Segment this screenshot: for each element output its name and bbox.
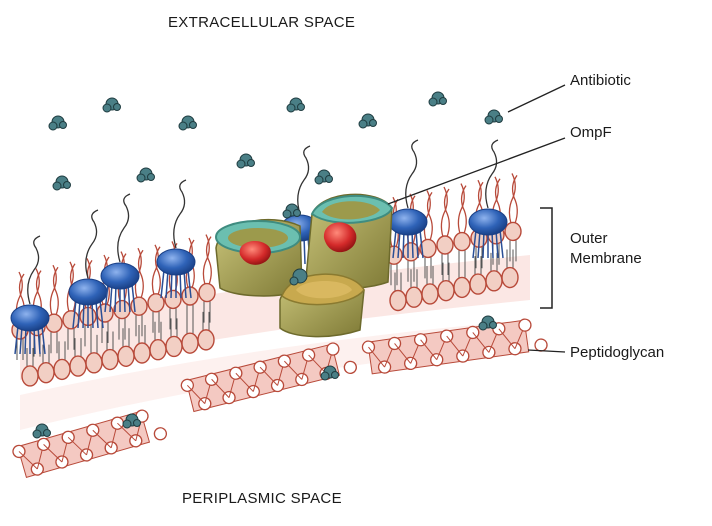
antibiotic-molecule <box>123 420 131 428</box>
antibiotic-molecule <box>479 322 487 330</box>
inner-lipid-head <box>454 277 470 297</box>
extracellular-space-title: EXTRACELLULAR SPACE <box>168 14 355 31</box>
antibiotic-molecule <box>287 104 295 112</box>
antibiotic-molecule <box>44 430 51 437</box>
antibiotic-molecule <box>60 122 67 129</box>
outer-membrane-label-line2: Membrane <box>570 250 642 268</box>
inner-lipid-head <box>182 333 198 353</box>
inner-lipid-head <box>486 271 502 291</box>
lipid-head <box>199 284 215 302</box>
peptidoglycan-label: Peptidoglycan <box>570 344 664 362</box>
lipid-head <box>505 222 521 240</box>
lipid-head <box>437 236 453 254</box>
antibiotic-molecule <box>64 182 71 189</box>
antibiotic-callout-line <box>508 85 565 112</box>
antibiotic-molecule <box>248 160 255 167</box>
lps-chain <box>118 194 130 262</box>
antibiotic-molecule <box>294 210 301 217</box>
antibiotic-molecule <box>237 160 245 168</box>
antibiotic-molecule <box>33 430 41 438</box>
lipid-head <box>165 290 181 308</box>
lipid-head <box>63 311 79 329</box>
lipid-head <box>454 233 470 251</box>
lps-chain <box>174 180 186 248</box>
lps-core <box>469 209 507 235</box>
outer-membrane-label-line1: Outer <box>570 230 608 248</box>
inner-lipid-head <box>406 287 422 307</box>
antibiotic-molecule <box>332 372 339 379</box>
inner-lipid-head <box>150 340 166 360</box>
lps-core <box>69 279 107 305</box>
antibiotic-molecule <box>440 98 447 105</box>
lps-chain <box>298 146 310 214</box>
antibiotic-molecule <box>179 122 187 130</box>
lipid-head <box>114 301 130 319</box>
antibiotic-molecule <box>496 116 503 123</box>
lps-core <box>11 305 49 331</box>
inner-lipid-head <box>118 346 134 366</box>
antibiotic-molecule <box>321 372 329 380</box>
antibiotic-molecule <box>370 120 377 127</box>
lps-core <box>101 263 139 289</box>
inner-lipid-head <box>390 291 406 311</box>
inner-lipid-head <box>502 268 518 288</box>
antibiotic-molecule <box>137 174 145 182</box>
inner-lipid-head <box>166 336 182 356</box>
lps-chain <box>86 210 98 278</box>
antibiotic-molecule <box>326 176 333 183</box>
inner-lipid-head <box>22 366 38 386</box>
antibiotic-molecule <box>429 98 437 106</box>
inner-lipid-head <box>422 284 438 304</box>
outer-membrane-bracket <box>540 208 552 308</box>
inner-lipid-head <box>54 359 70 379</box>
inner-lipid-head <box>86 353 102 373</box>
antibiotic-molecule <box>148 174 155 181</box>
inner-lipid-head <box>438 281 454 301</box>
antibiotic-molecule <box>49 122 57 130</box>
inner-lipid-head <box>198 330 214 350</box>
ompf-label: OmpF <box>570 124 612 142</box>
peptidoglycan-segment <box>362 317 548 376</box>
inner-lipid-head <box>134 343 150 363</box>
lps-core <box>389 209 427 235</box>
peptidoglycan-callout-line <box>528 350 565 352</box>
periplasmic-space-title: PERIPLASMIC SPACE <box>182 490 342 507</box>
inner-lipid-head <box>470 274 486 294</box>
antibiotic-molecule <box>103 104 111 112</box>
inner-lipid-head <box>38 363 54 383</box>
antibiotic-molecule <box>315 176 323 184</box>
antibiotic-molecule <box>298 104 305 111</box>
lps-tail <box>161 270 164 298</box>
antibiotic-label: Antibiotic <box>570 72 631 90</box>
antibiotic-molecule <box>490 322 497 329</box>
inner-lipid-head <box>102 350 118 370</box>
peptidoglycan-node <box>153 426 168 441</box>
inner-lipid-head <box>70 356 86 376</box>
antibiotic-molecule <box>283 210 291 218</box>
antibiotic-molecule <box>114 104 121 111</box>
lps-core <box>157 249 195 275</box>
antibiotic-molecule <box>53 182 61 190</box>
antibiotic-molecule <box>190 122 197 129</box>
antibiotic-molecule <box>134 420 141 427</box>
antibiotic-molecule <box>359 120 367 128</box>
antibiotic-molecule <box>485 116 493 124</box>
